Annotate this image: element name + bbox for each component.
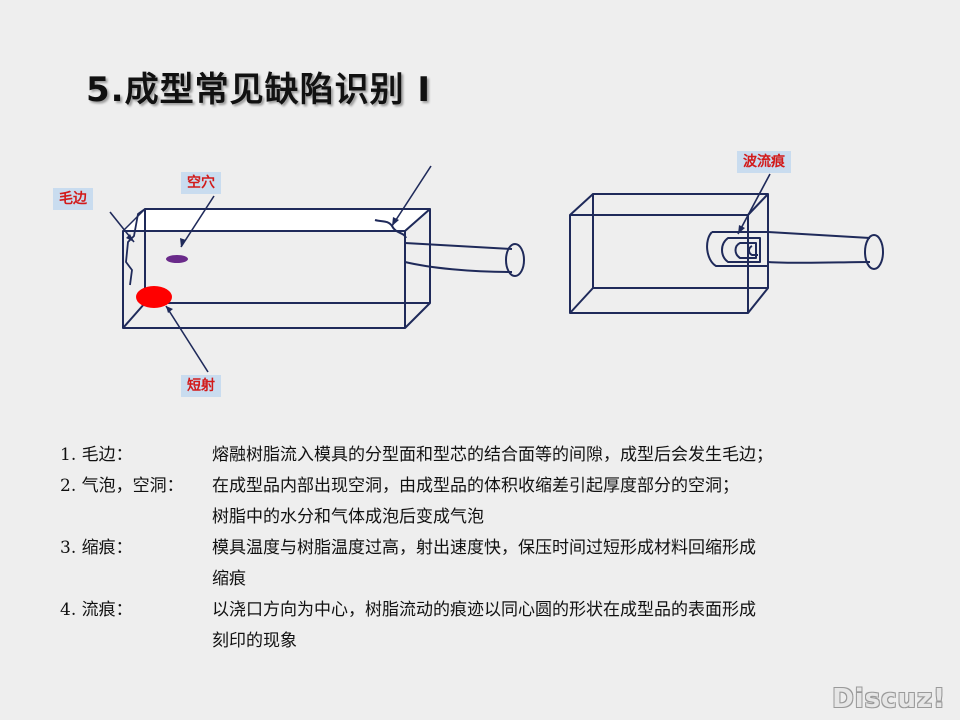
label-void: 空穴 — [181, 172, 221, 194]
left-sprue — [404, 242, 525, 277]
defect-item: 3. 缩痕： 模具温度与树脂温度过高，射出速度快，保压时间过短形成材料回缩形成 … — [60, 533, 920, 595]
defect-term: 1. 毛边： — [60, 445, 133, 465]
defect-term: 2. 气泡，空洞： — [60, 476, 184, 496]
left-molded-part — [122, 208, 431, 329]
defect-item: 4. 流痕： 以浇口方向为中心，树脂流动的痕迹以同心圆的形状在成型品的表面形成 … — [60, 595, 920, 657]
right-sprue — [767, 231, 884, 270]
flow-mark-pointer — [737, 173, 771, 235]
defect-line: 树脂中的水分和气体成泡后变成气泡 — [212, 507, 484, 527]
label-flash: 毛边 — [53, 188, 93, 210]
short-shot-mark — [136, 286, 172, 308]
discuz-watermark: Discuz! — [832, 684, 946, 714]
flow-mark-rings — [706, 231, 768, 267]
sink-pointer — [391, 165, 432, 227]
defect-description: 熔融树脂流入模具的分型面和型芯的结合面等的间隙，成型后会发生毛边； — [212, 440, 920, 471]
defect-line: 在成型品内部出现空洞，由成型品的体积收缩差引起厚度部分的空洞； — [212, 476, 739, 496]
void-pointer — [180, 195, 215, 248]
void-mark — [166, 255, 188, 263]
defect-line: 以浇口方向为中心，树脂流动的痕迹以同心圆的形状在成型品的表面形成 — [212, 600, 756, 620]
defect-line: 刻印的现象 — [212, 631, 297, 651]
right-molded-part — [569, 193, 769, 314]
defect-line: 缩痕 — [212, 569, 246, 589]
short-shot-pointer — [165, 305, 209, 373]
flash-edge — [125, 208, 146, 286]
defect-item: 1. 毛边： 熔融树脂流入模具的分型面和型芯的结合面等的间隙，成型后会发生毛边； — [60, 440, 920, 471]
defect-term: 4. 流痕： — [60, 600, 133, 620]
defect-list: 1. 毛边： 熔融树脂流入模具的分型面和型芯的结合面等的间隙，成型后会发生毛边；… — [60, 440, 920, 657]
slide-title: 5.成型常见缺陷识别 I — [86, 70, 432, 110]
defect-description: 在成型品内部出现空洞，由成型品的体积收缩差引起厚度部分的空洞； 树脂中的水分和气… — [212, 471, 920, 533]
defect-description: 以浇口方向为中心，树脂流动的痕迹以同心圆的形状在成型品的表面形成 刻印的现象 — [212, 595, 920, 657]
label-flow-mark: 波流痕 — [737, 151, 791, 173]
defect-item: 2. 气泡，空洞： 在成型品内部出现空洞，由成型品的体积收缩差引起厚度部分的空洞… — [60, 471, 920, 533]
defect-term: 3. 缩痕： — [60, 538, 133, 558]
defect-line: 模具温度与树脂温度过高，射出速度快，保压时间过短形成材料回缩形成 — [212, 538, 756, 558]
defect-description: 模具温度与树脂温度过高，射出速度快，保压时间过短形成材料回缩形成 缩痕 — [212, 533, 920, 595]
label-short-shot: 短射 — [181, 375, 221, 397]
defect-line: 熔融树脂流入模具的分型面和型芯的结合面等的间隙，成型后会发生毛边； — [212, 445, 773, 465]
